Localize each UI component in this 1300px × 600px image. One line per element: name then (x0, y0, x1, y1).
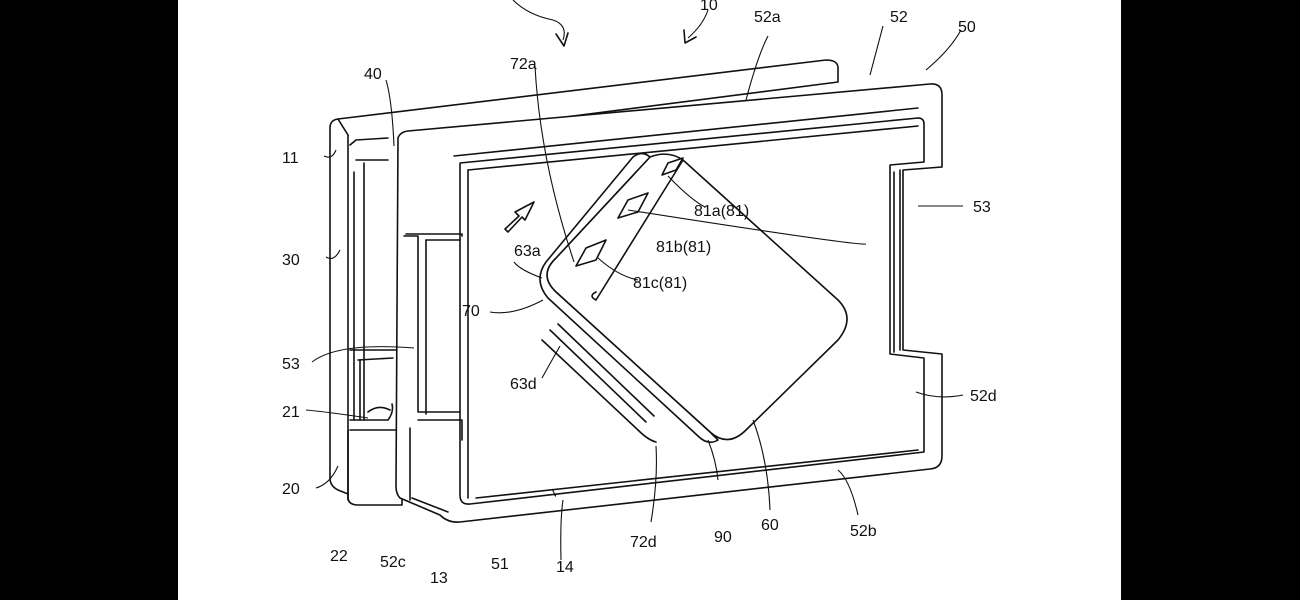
label-72d: 72d (630, 534, 657, 551)
label-81b: 81b(81) (656, 239, 711, 256)
label-50: 50 (958, 19, 976, 36)
label-52a: 52a (754, 9, 781, 26)
leader-lines (305, 25, 964, 561)
port-cover-20 (347, 349, 399, 501)
label-30: 30 (282, 252, 300, 269)
direction-arrows (512, 0, 709, 47)
port-81a (661, 157, 684, 176)
insertion-arrow (504, 201, 535, 233)
label-70: 70 (462, 303, 480, 320)
label-90: 90 (714, 529, 732, 546)
label-21: 21 (282, 404, 300, 421)
label-52b: 52b (850, 523, 877, 540)
label-40: 40 (364, 66, 382, 83)
label-22: 22 (330, 548, 348, 565)
device-60 (539, 152, 848, 444)
label-52d: 52d (970, 388, 997, 405)
label-11: 11 (282, 150, 299, 167)
label-63d: 63d (510, 376, 537, 393)
label-72a: 72a (510, 56, 537, 73)
label-14: 14 (556, 559, 574, 576)
label-63a: 63a (514, 243, 541, 260)
patent-figure: 10 11 13 14 20 21 22 30 40 50 51 52 52a … (282, 0, 997, 587)
label-20: 20 (282, 481, 300, 498)
label-51: 51 (491, 556, 509, 573)
label-52c: 52c (380, 554, 406, 571)
reference-labels: 10 11 13 14 20 21 22 30 40 50 51 52 52a … (282, 0, 997, 587)
label-52: 52 (890, 9, 908, 26)
label-13: 13 (430, 570, 448, 587)
label-10: 10 (700, 0, 718, 14)
label-53-right: 53 (973, 199, 991, 216)
label-81a: 81a(81) (694, 203, 749, 220)
label-53-left: 53 (282, 356, 300, 373)
port-81c (575, 239, 607, 267)
patent-drawing-sheet: 10 11 13 14 20 21 22 30 40 50 51 52 52a … (178, 0, 1121, 600)
label-60: 60 (761, 517, 779, 534)
label-81c: 81c(81) (633, 275, 687, 292)
